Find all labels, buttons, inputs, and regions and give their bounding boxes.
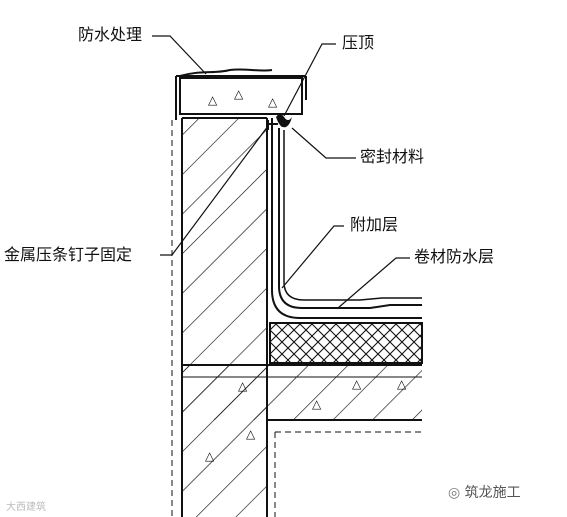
- leader-lines: [152, 35, 410, 309]
- leader-sealing-material: [291, 127, 356, 159]
- svg-text:△: △: [352, 377, 362, 391]
- label-sealing-material: 密封材料: [360, 147, 425, 166]
- watermark-left: 大西建筑: [6, 502, 46, 513]
- metal-strip-nail: [266, 120, 278, 130]
- label-metal-strip-nail: 金属压条钉子固定: [4, 245, 133, 264]
- parapet-wall: [181, 117, 268, 517]
- svg-text:△: △: [208, 93, 218, 107]
- coping-waterproofing: [179, 68, 273, 77]
- label-waterproof-treatment: 防水处理: [78, 25, 143, 44]
- coping-block: △ △ △: [175, 75, 307, 120]
- svg-text:△: △: [268, 95, 278, 109]
- label-membrane-waterproof-layer: 卷材防水层: [414, 247, 495, 266]
- label-coping: 压顶: [342, 33, 375, 52]
- wechat-icon: ◎: [448, 485, 461, 501]
- insulation-layer: [269, 322, 423, 364]
- leader-coping: [283, 43, 336, 117]
- leader-membrane-layer: [337, 257, 410, 309]
- svg-text:△: △: [246, 427, 256, 441]
- leader-additional-layer: [281, 225, 344, 289]
- svg-text:△: △: [238, 379, 248, 393]
- svg-text:△: △: [312, 397, 322, 411]
- sealing-material: [276, 114, 292, 128]
- label-additional-layer: 附加层: [350, 215, 399, 234]
- leader-waterproof-treatment: [152, 35, 207, 75]
- membrane-layers: [271, 118, 422, 319]
- watermark-right: ◎ 筑龙施工: [448, 482, 521, 502]
- watermark-right-text: 筑龙施工: [464, 485, 521, 501]
- svg-text:△: △: [397, 377, 407, 391]
- leader-metal-strip: [160, 125, 269, 256]
- svg-text:△: △: [205, 449, 215, 463]
- svg-text:△: △: [234, 87, 244, 101]
- roof-slab: △ △ △ △ △ △: [182, 364, 422, 517]
